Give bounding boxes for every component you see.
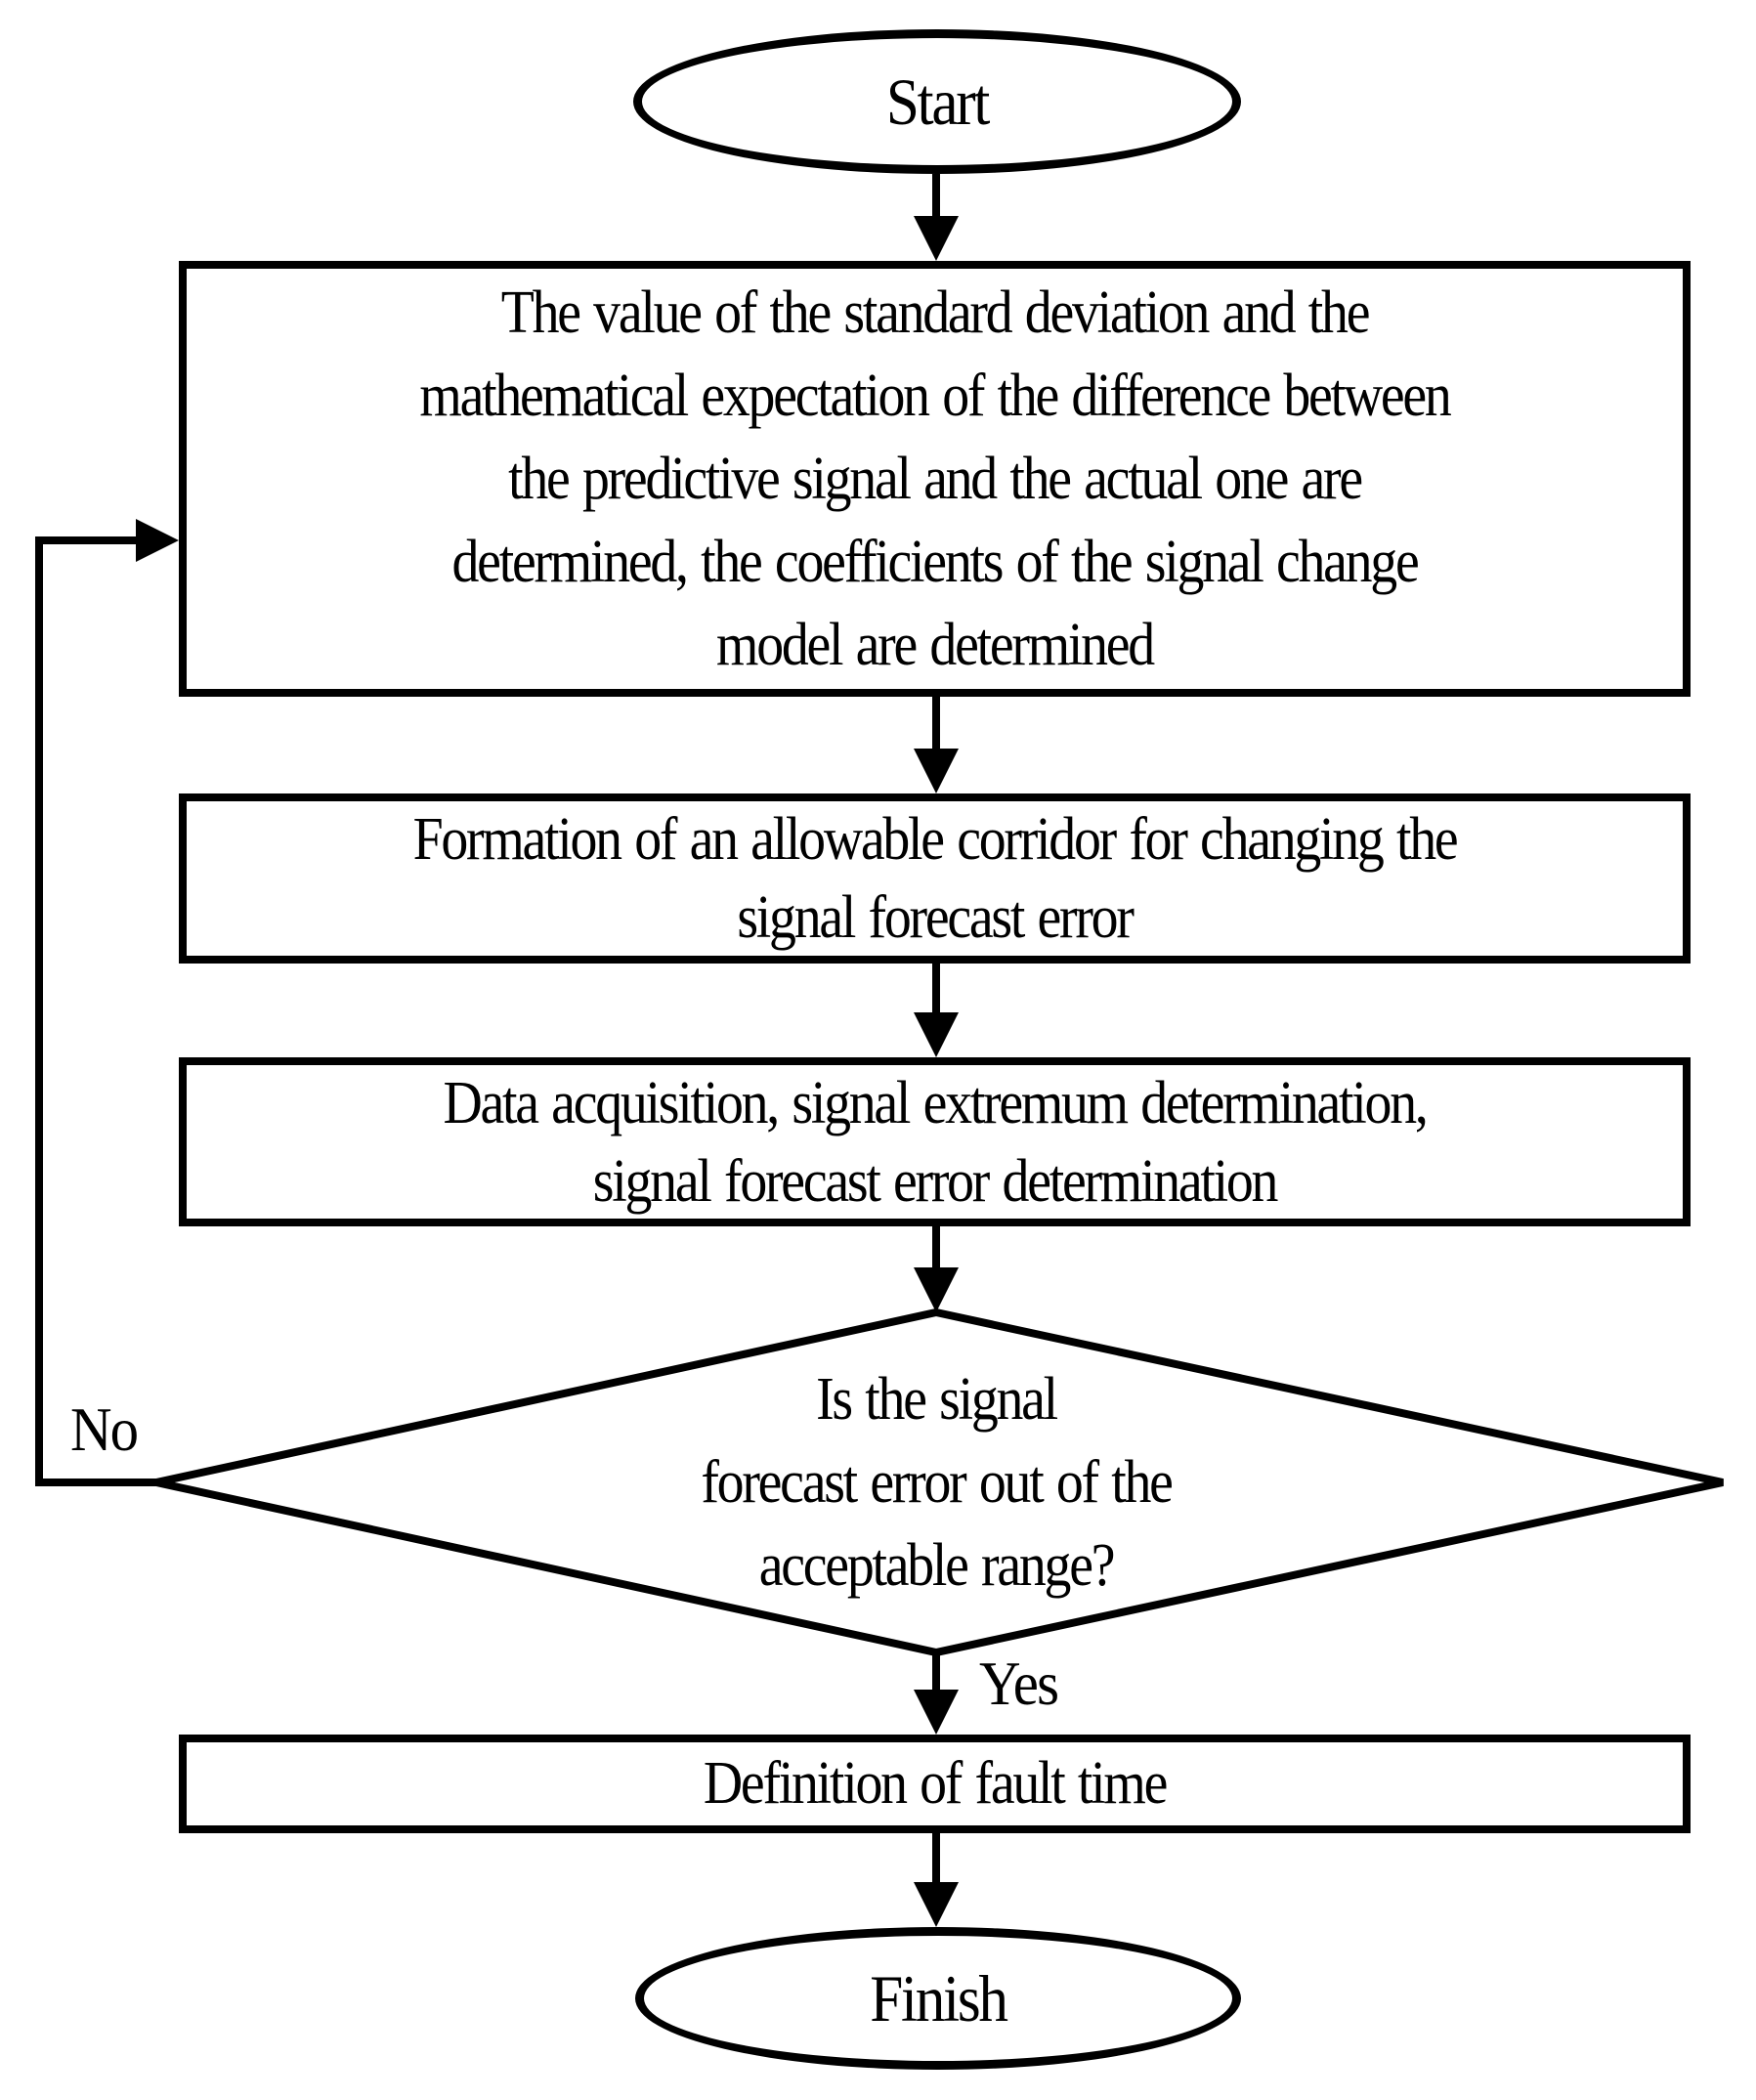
process-box-model: The value of the standard deviation and … <box>179 261 1691 697</box>
process-box-acquisition-label: Data acquisition, signal extremum determ… <box>443 1069 1428 1215</box>
edge-fault-to-finish-arrowhead <box>914 1882 959 1927</box>
process-box-acquisition: Data acquisition, signal extremum determ… <box>179 1057 1691 1226</box>
edge-acquisition-to-decision-arrowhead <box>914 1267 959 1312</box>
decision-diamond-shape <box>155 1307 1724 1657</box>
process-box-fault-time: Definition of fault time <box>179 1735 1691 1833</box>
edge-corridor-to-acquisition-arrowhead <box>914 1012 959 1057</box>
start-label: Start <box>885 64 991 139</box>
start-terminator: Start <box>633 29 1241 174</box>
process-box-model-label: The value of the standard deviation and … <box>419 279 1451 678</box>
edge-model-to-corridor-arrowhead <box>914 749 959 793</box>
edge-decision-to-fault-arrowhead <box>914 1690 959 1735</box>
edge-start-to-model-arrowhead <box>914 216 959 261</box>
finish-terminator: Finish <box>635 1927 1241 2070</box>
process-box-corridor-label: Formation of an allowable corridor for c… <box>412 806 1459 951</box>
process-box-fault-time-label: Definition of fault time <box>703 1750 1168 1817</box>
no-edge-label: No <box>70 1394 139 1464</box>
process-box-corridor: Formation of an allowable corridor for c… <box>179 793 1691 964</box>
yes-edge-label: Yes <box>979 1649 1059 1718</box>
edge-decision-return-arrowhead <box>136 519 179 562</box>
edge-decision-return-to-model <box>35 536 156 1486</box>
finish-label: Finish <box>870 1961 1008 2036</box>
